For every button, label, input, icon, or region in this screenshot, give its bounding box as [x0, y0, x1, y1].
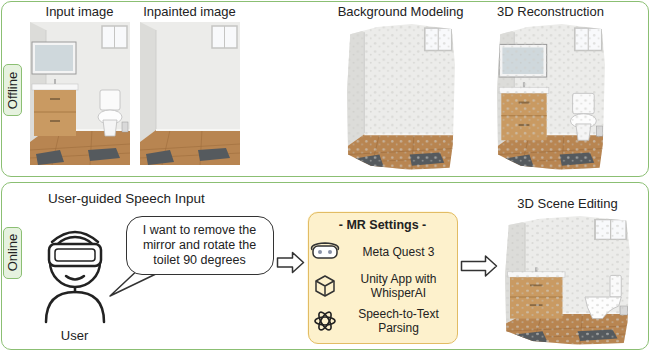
flow-arrow [278, 253, 304, 273]
image-title: 3D Scene Editing [501, 196, 635, 212]
openai-icon [315, 310, 335, 331]
settings-heading: - MR Settings - [309, 217, 457, 233]
panel-tab: Online [3, 227, 22, 279]
background-model [347, 24, 455, 170]
image-title: Inpainted image [138, 4, 242, 20]
flow-arrow [462, 256, 497, 276]
image-panel: Background Modeling [336, 4, 466, 169]
stage-panel: Offline Input image Inpainted image Backgro… [1, 1, 649, 177]
image-panel: Inpainted image [138, 4, 242, 165]
speech-bubble: I want to remove the mirror and rotate t… [126, 216, 274, 275]
section-heading: User-guided Speech Input [48, 191, 205, 207]
setting-item: Speech-to-Text Parsing [347, 305, 451, 337]
panel-label: Offline [5, 71, 20, 108]
panel-tab: Offline [3, 64, 22, 115]
image-title: Background Modeling [336, 4, 466, 20]
panel-label: Online [5, 234, 20, 272]
headset-icon [312, 243, 339, 258]
vr-user-icon [46, 232, 104, 322]
image-title: 3D Reconstruction [495, 4, 607, 20]
setting-item: Unity App with WhisperAI [347, 269, 451, 303]
user-label: User [40, 328, 110, 344]
speech-text: I want to remove the mirror and rotate t… [135, 223, 265, 268]
setting-item: Meta Quest 3 [347, 237, 451, 267]
image-panel: 3D Scene Editing [501, 196, 635, 346]
settings-fill [308, 212, 458, 344]
stage-panel: OnlineUser I want to remove the mirror an… [1, 182, 649, 350]
image-panel: Input image [28, 4, 132, 165]
input-photo [30, 22, 130, 165]
edited-scene-render [505, 216, 630, 345]
user-figure: User [40, 222, 110, 347]
inpainted-photo [140, 22, 240, 165]
image-title: Input image [28, 4, 132, 20]
unity-icon [316, 276, 334, 296]
reconstruction-render [497, 24, 605, 170]
settings-box: - MR Settings - Meta Quest 3Unity App wit… [308, 212, 458, 344]
image-panel: 3D Reconstruction [495, 4, 607, 169]
